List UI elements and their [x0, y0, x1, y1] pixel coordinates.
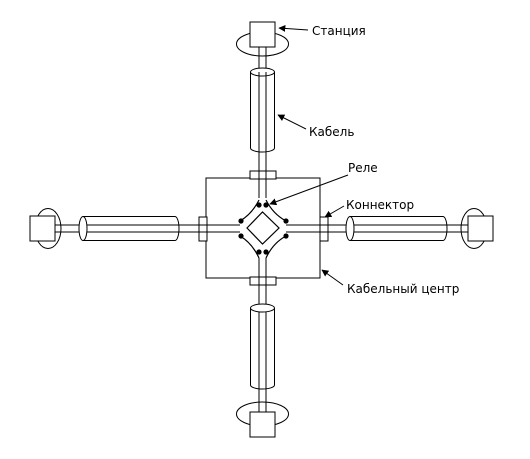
label-cable: Кабель [309, 125, 354, 139]
station-top [236, 21, 289, 57]
connector-right [319, 216, 329, 242]
arrow-connector [324, 205, 345, 218]
label-relay: Реле [348, 161, 378, 175]
label-cable-center: Кабельный центр [347, 282, 459, 296]
connector-left [198, 216, 208, 242]
cable-top [250, 44, 275, 198]
label-connector: Коннектор [346, 198, 414, 212]
cable-left [48, 216, 240, 241]
leader-arrows [269, 24, 349, 286]
station-bottom [236, 401, 289, 438]
cable-center-box [205, 177, 321, 279]
station-left [29, 208, 62, 249]
arrow-cable-center [321, 269, 344, 286]
cable-right [286, 216, 470, 241]
relay-contacts [238, 202, 289, 255]
arrow-relay [269, 174, 349, 206]
connector-bottom [249, 276, 277, 286]
arrow-cable [277, 114, 307, 130]
label-station: Станция [312, 24, 366, 38]
arrow-station [278, 24, 309, 32]
relay-ring [239, 199, 287, 259]
station-right [460, 208, 494, 249]
cable-bottom [250, 258, 275, 415]
connector-top [249, 170, 277, 180]
